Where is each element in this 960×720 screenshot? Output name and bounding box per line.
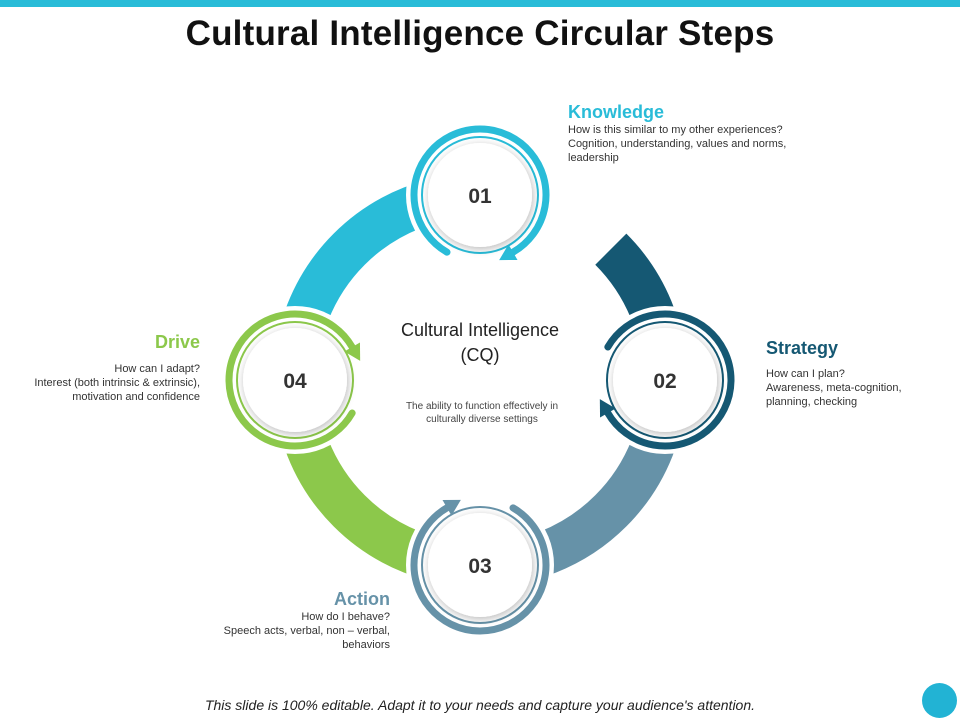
step-node-strategy: 02 xyxy=(591,306,739,454)
step-detail-strategy: Awareness, meta-cognition, planning, che… xyxy=(766,382,902,408)
step-number-drive: 04 xyxy=(283,370,307,393)
arrow-head-icon xyxy=(599,399,616,418)
step-detail-drive: Interest (both intrinsic & extrinsic), m… xyxy=(34,377,200,403)
step-drive-text: Drive How can I adapt? Interest (both in… xyxy=(10,331,200,404)
step-heading-strategy: Strategy xyxy=(766,338,839,358)
node-disc xyxy=(613,328,717,432)
node-disc xyxy=(243,328,347,432)
center-title: Cultural Intelligence (CQ) xyxy=(400,320,560,365)
node-disc xyxy=(428,513,532,617)
step-strategy-text: Strategy How can I plan? Awareness, meta… xyxy=(766,337,946,409)
step-detail-action: Speech acts, verbal, non – verbal, behav… xyxy=(223,625,390,651)
node-arrow-ring xyxy=(410,504,550,635)
node-arrow-ring xyxy=(410,125,550,256)
step-heading-drive: Drive xyxy=(154,332,200,352)
step-question-drive: How can I adapt? xyxy=(114,363,200,375)
step-knowledge-text: Knowledge How is this similar to my othe… xyxy=(568,101,828,165)
step-node-knowledge: 01 xyxy=(406,121,554,269)
step-heading-knowledge: Knowledge xyxy=(568,102,665,122)
step-node-drive: 04 xyxy=(221,306,369,454)
step-action-text: Action How do I behave? Speech acts, ver… xyxy=(190,588,390,652)
node-arrow-ring xyxy=(225,310,356,450)
step-heading-action: Action xyxy=(334,589,390,609)
center-description: The ability to function effectively in c… xyxy=(405,401,559,425)
node-arrow-ring xyxy=(604,310,735,450)
step-question-action: How do I behave? xyxy=(301,611,390,623)
step-number-strategy: 02 xyxy=(653,370,676,393)
step-node-action: 03 xyxy=(406,491,554,639)
arrow-head-icon xyxy=(344,342,361,361)
step-question-knowledge: How is this similar to my other experien… xyxy=(568,124,783,136)
step-detail-knowledge: Cognition, understanding, values and nor… xyxy=(568,138,787,164)
node-disc xyxy=(428,143,532,247)
footer-note: This slide is 100% editable. Adapt it to… xyxy=(204,697,756,713)
step-question-strategy: How can I plan? xyxy=(766,368,845,380)
step-number-knowledge: 01 xyxy=(468,185,492,208)
arrow-head-icon xyxy=(499,244,518,261)
top-accent-bar xyxy=(0,0,960,7)
arrow-head-icon xyxy=(442,499,461,516)
step-nodes: 01 02 03 04 xyxy=(221,121,739,639)
corner-dot xyxy=(922,683,957,718)
slide-title: Cultural Intelligence Circular Steps xyxy=(185,14,775,53)
step-number-action: 03 xyxy=(468,555,491,578)
